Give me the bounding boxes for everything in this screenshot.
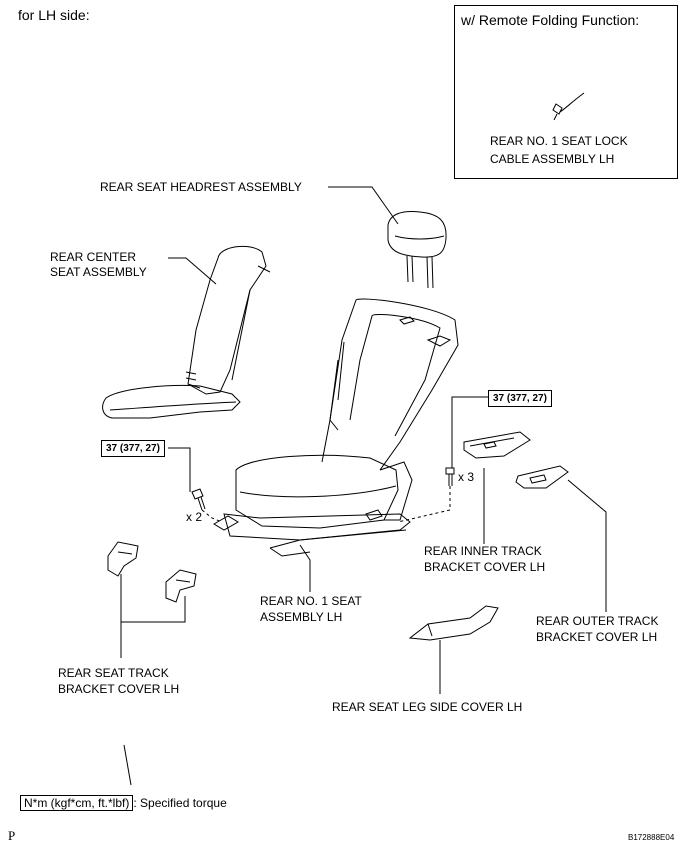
center-seat-drawing — [103, 246, 270, 418]
seat-lock-cable-label-2: CABLE ASSEMBLY LH — [490, 152, 615, 166]
leader-track-cover — [121, 596, 185, 658]
outer-track-cover-drawing — [516, 466, 568, 488]
center-seat-label-2: SEAT ASSEMBLY — [50, 265, 147, 279]
track-cover-label-2: BRACKET COVER LH — [58, 682, 180, 696]
bolt-qty-right: x 3 — [458, 470, 475, 484]
leader-torque-right — [452, 397, 488, 468]
main-seat-label-2: ASSEMBLY LH — [260, 610, 343, 624]
remote-box-title: w/ Remote Folding Function: — [461, 12, 640, 28]
dashed-bolt-left — [202, 510, 222, 522]
inner-cover-label-2: BRACKET COVER LH — [424, 560, 546, 574]
seat-lock-cable-label-1: REAR NO. 1 SEAT LOCK — [490, 134, 628, 148]
inner-cover-label-1: REAR INNER TRACK — [424, 544, 542, 558]
figure-code: B172888E04 — [628, 833, 675, 842]
corner-mark: P — [8, 828, 16, 843]
torque-spec-left: 37 (377, 27) — [101, 440, 165, 457]
outer-cover-label-2: BRACKET COVER LH — [536, 630, 658, 644]
torque-legend: N*m (kgf*cm, ft.*lbf): Specified torque — [20, 795, 227, 811]
leader-headrest — [328, 187, 398, 224]
bolt-left-drawing — [192, 489, 205, 510]
headrest-drawing — [388, 212, 446, 288]
center-seat-label-1: REAR CENTER — [50, 250, 137, 264]
outer-cover-label-1: REAR OUTER TRACK — [536, 614, 659, 628]
main-seat-label-1: REAR NO. 1 SEAT — [260, 594, 362, 608]
torque-spec-right: 37 (377, 27) — [488, 390, 552, 407]
leader-torque-left — [168, 448, 190, 492]
main-seat-drawing — [214, 299, 458, 556]
leg-side-cover-drawing — [410, 606, 498, 640]
track-cover-lower-drawing — [166, 570, 196, 602]
leader-outer-cover — [568, 480, 606, 612]
track-cover-label-1: REAR SEAT TRACK — [58, 666, 169, 680]
legend-text: : Specified torque — [133, 796, 227, 810]
headrest-label: REAR SEAT HEADREST ASSEMBLY — [100, 180, 302, 194]
bolt-qty-left: x 2 — [186, 510, 203, 524]
track-cover-upper-drawing — [108, 542, 138, 576]
remote-folding-inset: w/ Remote Folding Function: REAR NO. 1 S… — [454, 5, 678, 179]
leg-cover-label: REAR SEAT LEG SIDE COVER LH — [332, 700, 523, 714]
leader-center-seat — [168, 258, 216, 284]
seat-lock-cable-drawing — [553, 93, 584, 120]
side-note: for LH side: — [18, 7, 90, 23]
stray-mark — [124, 745, 131, 785]
inner-track-cover-drawing — [464, 432, 530, 458]
bolt-right-drawing — [446, 468, 454, 486]
dashed-bolt-right — [398, 486, 450, 522]
leader-main-seat — [300, 545, 310, 592]
legend-unit-box: N*m (kgf*cm, ft.*lbf) — [20, 795, 134, 811]
